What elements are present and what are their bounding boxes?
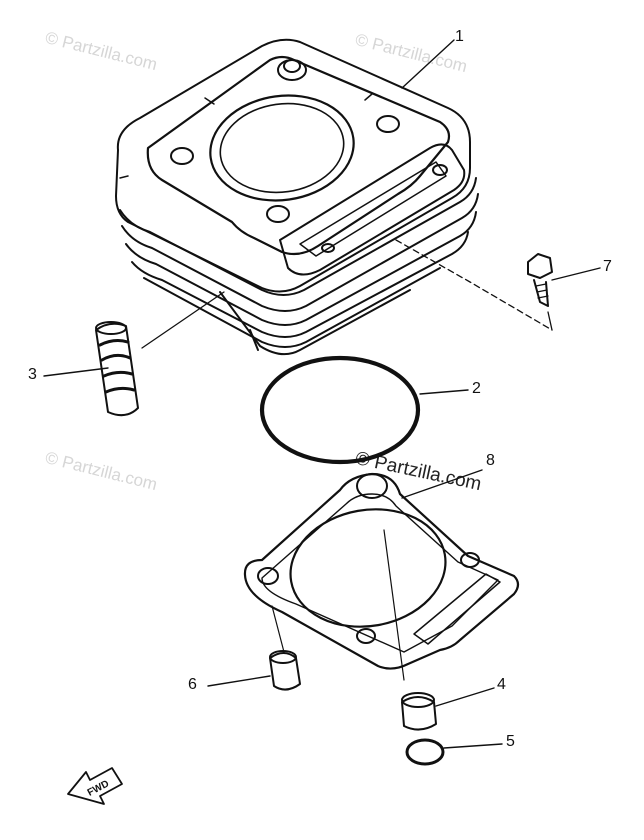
callout-3: 3 bbox=[28, 366, 37, 383]
sleeve-part-3 bbox=[95, 321, 139, 417]
callout-8: 8 bbox=[486, 452, 495, 469]
dowel-part-4 bbox=[401, 692, 437, 731]
callout-1: 1 bbox=[455, 28, 464, 45]
cylinder-part-1 bbox=[115, 38, 479, 356]
callout-4: 4 bbox=[497, 676, 506, 693]
o-ring-part-2 bbox=[259, 355, 421, 465]
bolt-part-7 bbox=[527, 253, 553, 307]
small-o-ring-part-5 bbox=[405, 738, 445, 766]
dowel-part-6 bbox=[269, 650, 301, 691]
fwd-label: FWD bbox=[86, 778, 111, 798]
callout-6: 6 bbox=[188, 676, 197, 693]
base-gasket-part-8 bbox=[243, 472, 520, 670]
callout-5: 5 bbox=[506, 733, 515, 750]
callout-7: 7 bbox=[603, 258, 612, 275]
callout-2: 2 bbox=[472, 380, 481, 397]
fwd-arrow-icon bbox=[67, 767, 123, 805]
